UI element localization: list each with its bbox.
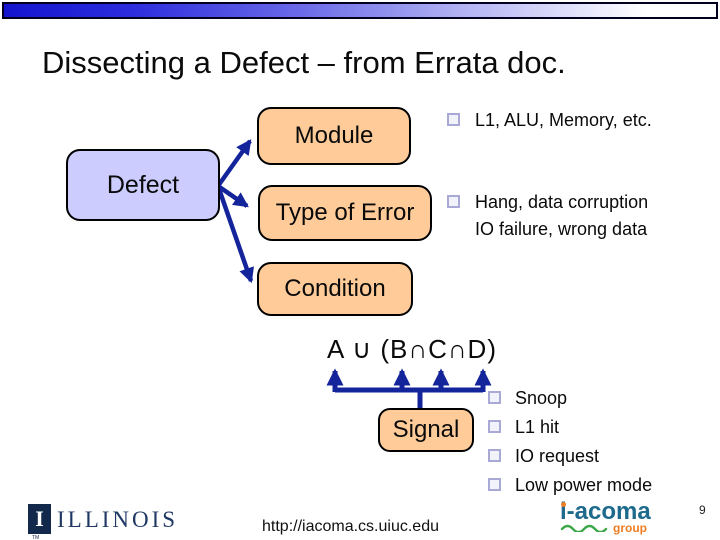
signal-examples-list: Snoop L1 hit IO request Low power mode	[488, 387, 652, 503]
set-formula: A ∪ (B∩C∩D)	[327, 334, 497, 364]
list-item-continuation: IO failure, wrong data	[475, 219, 648, 239]
list-item: Hang, data corruption	[447, 191, 648, 213]
illinois-trademark: TM	[32, 535, 40, 540]
list-item-label: Hang, data corruption	[475, 192, 649, 212]
illinois-wordmark: ILLINOIS	[57, 507, 179, 532]
list-item-label: IO request	[515, 446, 600, 466]
list-item: L1, ALU, Memory, etc.	[447, 109, 652, 131]
module-box: Module	[257, 107, 411, 165]
list-item-label: L1, ALU, Memory, etc.	[475, 110, 652, 130]
defect-box: Defect	[66, 149, 220, 221]
condition-label: Condition	[284, 275, 386, 302]
type-of-error-label: Type of Error	[275, 199, 415, 226]
iacoma-group-text: group	[613, 521, 647, 535]
square-bullet-icon	[447, 113, 460, 126]
square-bullet-icon	[488, 420, 501, 433]
signal-label: Signal	[392, 416, 460, 443]
illinois-shield-letter: I	[35, 506, 44, 531]
square-bullet-icon	[488, 391, 501, 404]
type-of-error-box: Type of Error	[258, 185, 432, 241]
square-bullet-icon	[488, 478, 501, 491]
iacoma-i-dot-icon	[561, 502, 566, 507]
square-bullet-icon	[447, 195, 460, 208]
iacoma-group-logo: i-acoma group	[560, 498, 655, 535]
arrow-defect-to-type-of-error	[216, 184, 249, 208]
list-item-label: Low power mode	[515, 475, 653, 495]
top-gradient-bar	[2, 2, 718, 19]
illinois-shield-icon: I	[28, 504, 51, 534]
page-number: 9	[699, 503, 706, 517]
list-item-label: L1 hit	[515, 417, 560, 437]
arrow-defect-to-module	[216, 139, 252, 188]
footer-url: http://iacoma.cs.uiuc.edu	[262, 518, 439, 535]
signal-box: Signal	[378, 408, 474, 452]
list-item: IO request	[488, 445, 652, 474]
list-item: Low power mode	[488, 474, 652, 503]
list-item: Snoop	[488, 387, 652, 416]
iacoma-wave-icon	[560, 524, 608, 532]
square-bullet-icon	[488, 449, 501, 462]
defect-label: Defect	[106, 170, 180, 199]
module-label: Module	[294, 122, 374, 149]
iacoma-logo-text: i-acoma	[560, 498, 651, 525]
condition-box: Condition	[257, 262, 413, 316]
formula-bracket	[326, 368, 492, 408]
arrow-defect-to-condition	[215, 185, 254, 284]
list-item: L1 hit	[488, 416, 652, 445]
slide-title: Dissecting a Defect – from Errata doc.	[42, 45, 566, 80]
list-item-label: Snoop	[515, 388, 568, 408]
error-types-list: Hang, data corruption IO failure, wrong …	[447, 191, 648, 240]
module-examples-list: L1, ALU, Memory, etc.	[447, 109, 652, 131]
